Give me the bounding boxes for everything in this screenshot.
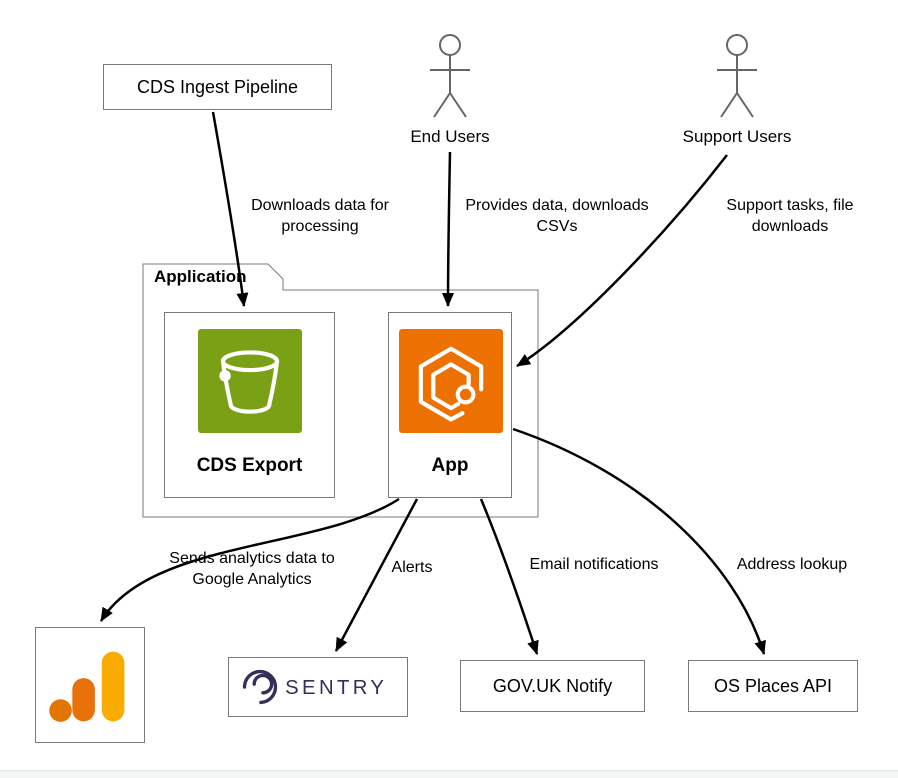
end-users-label: End Users bbox=[410, 127, 490, 146]
cds-export-node: CDS Export bbox=[164, 312, 335, 498]
os-places-api-label: OS Places API bbox=[713, 675, 833, 696]
application-boundary-label: Application bbox=[154, 267, 247, 286]
support-users-label: Support Users bbox=[682, 127, 792, 146]
app-node: App bbox=[388, 312, 512, 498]
sentry-logo-icon bbox=[242, 669, 278, 705]
app-label: App bbox=[431, 455, 469, 476]
window-bottom-edge bbox=[0, 770, 898, 778]
cds-ingest-pipeline-label: CDS Ingest Pipeline bbox=[136, 76, 299, 97]
sentry-node: SENTRY bbox=[228, 657, 408, 717]
govuk-notify-label: GOV.UK Notify bbox=[492, 675, 613, 696]
aws-s3-bucket-icon bbox=[198, 329, 302, 433]
aws-ecs-icon bbox=[399, 329, 503, 433]
cds-export-label: CDS Export bbox=[196, 455, 303, 476]
os-places-api-node: OS Places API bbox=[688, 660, 858, 712]
cds-ingest-pipeline-node: CDS Ingest Pipeline bbox=[103, 64, 332, 110]
govuk-notify-node: GOV.UK Notify bbox=[460, 660, 645, 712]
google-analytics-logo bbox=[49, 651, 125, 722]
sentry-wordmark: SENTRY bbox=[285, 677, 387, 699]
google-analytics-node bbox=[35, 627, 145, 743]
